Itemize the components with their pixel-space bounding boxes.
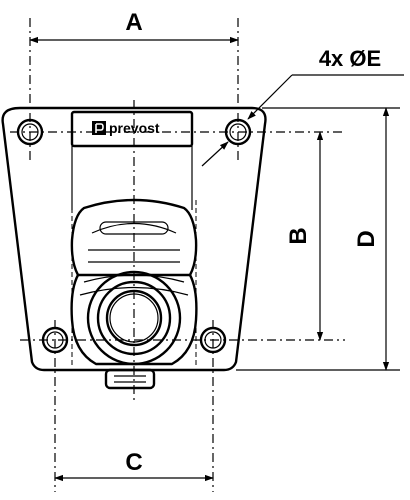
hole-callout: 4x ØE xyxy=(201,46,404,167)
mounting-hole-top-left xyxy=(16,118,44,146)
mounting-hole-top-right xyxy=(224,118,252,146)
connector-body xyxy=(70,198,198,390)
dimension-b: B xyxy=(285,131,324,341)
hole-callout-label: 4x ØE xyxy=(319,46,381,71)
dimension-c-label: C xyxy=(125,449,142,476)
brand-label: prevost xyxy=(70,110,194,210)
mounting-plate xyxy=(1,106,400,372)
dimension-c: C xyxy=(54,449,214,482)
dimension-a-label: A xyxy=(125,9,142,36)
dimension-a: A xyxy=(29,9,239,44)
mounting-hole-bottom-left xyxy=(41,326,69,354)
mounting-hole-bottom-right xyxy=(199,326,227,354)
dimension-d: D xyxy=(353,107,390,371)
dimension-b-label: B xyxy=(285,227,312,244)
dimension-d-label: D xyxy=(353,230,380,247)
center-lines xyxy=(10,18,345,492)
brand-text: prevost xyxy=(109,120,160,136)
